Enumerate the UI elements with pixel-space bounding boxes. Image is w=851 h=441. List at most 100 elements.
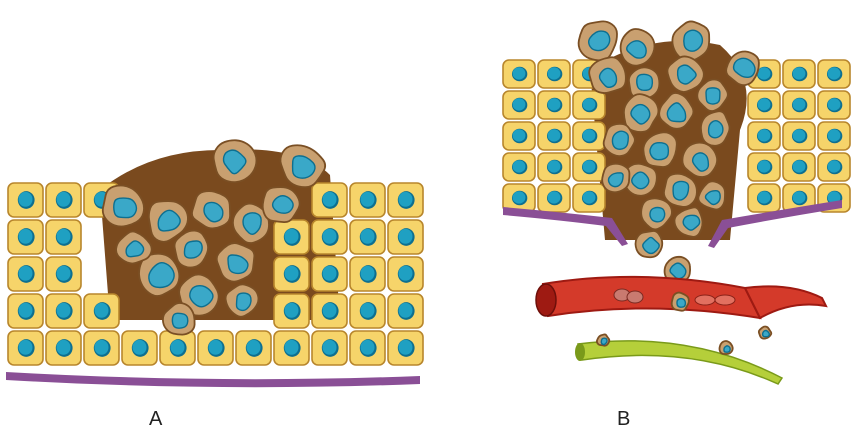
tumor-nucleus	[612, 131, 628, 149]
tumor-cell	[636, 231, 663, 257]
nucleus	[323, 340, 337, 355]
normal-epithelial-cell	[388, 183, 423, 217]
nucleus	[758, 67, 771, 79]
nucleus	[828, 160, 841, 172]
normal-epithelial-cell	[312, 294, 347, 328]
red-blood-cell	[715, 295, 735, 305]
nucleus	[399, 266, 413, 281]
nucleus	[548, 160, 561, 172]
normal-epithelial-cell	[8, 331, 43, 365]
normal-epithelial-cell	[8, 294, 43, 328]
tumor-cell	[579, 21, 617, 60]
tumor-cell	[621, 29, 655, 66]
nucleus	[548, 67, 561, 79]
normal-epithelial-cell	[236, 331, 271, 365]
normal-epithelial-cell	[783, 60, 815, 88]
normal-epithelial-cell	[538, 122, 570, 150]
tumor-nucleus	[684, 30, 703, 51]
tumor-cell	[175, 231, 209, 268]
normal-epithelial-cell	[783, 153, 815, 181]
tumor-nucleus	[763, 330, 770, 336]
tumor-nucleus	[172, 313, 187, 328]
tumor-nucleus	[114, 198, 137, 218]
nucleus	[583, 98, 596, 110]
normal-epithelial-cell	[573, 91, 605, 119]
nucleus	[793, 129, 806, 141]
nucleus	[133, 340, 147, 355]
normal-epithelial-cell	[783, 122, 815, 150]
normal-epithelial-cell	[274, 331, 309, 365]
nucleus	[361, 192, 375, 207]
tumor-nucleus	[709, 121, 723, 138]
red-blood-cell	[627, 291, 643, 303]
nucleus	[828, 67, 841, 79]
normal-epithelial-cell	[46, 220, 81, 254]
normal-epithelial-cell	[538, 91, 570, 119]
nucleus	[323, 192, 337, 207]
normal-epithelial-cell	[84, 294, 119, 328]
nucleus	[361, 340, 375, 355]
nucleus	[513, 191, 526, 203]
normal-epithelial-cell	[783, 91, 815, 119]
nucleus	[793, 191, 806, 203]
normal-epithelial-cell	[573, 153, 605, 181]
nucleus	[583, 129, 596, 141]
normal-epithelial-cell	[274, 257, 309, 291]
nucleus	[285, 229, 299, 244]
normal-epithelial-cell	[538, 184, 570, 212]
nucleus	[583, 160, 596, 172]
normal-epithelial-cell	[573, 122, 605, 150]
nucleus	[399, 340, 413, 355]
nucleus	[19, 340, 33, 355]
lymphatic-vessel	[575, 341, 782, 384]
basement-membrane	[6, 372, 420, 387]
blood-vessel-lumen	[536, 284, 556, 316]
normal-epithelial-cell	[538, 60, 570, 88]
lymphatic-vessel-wall	[578, 341, 782, 384]
nucleus	[57, 340, 71, 355]
nucleus	[513, 98, 526, 110]
normal-epithelial-cell	[84, 331, 119, 365]
normal-epithelial-cell	[818, 122, 850, 150]
normal-epithelial-cell	[198, 331, 233, 365]
tumor-cell	[597, 334, 609, 345]
nucleus	[323, 303, 337, 318]
normal-epithelial-cell	[46, 183, 81, 217]
nucleus	[583, 191, 596, 203]
nucleus	[793, 98, 806, 110]
nucleus	[361, 303, 375, 318]
normal-epithelial-cell	[573, 184, 605, 212]
tumor-nucleus	[608, 173, 623, 187]
normal-epithelial-cell	[388, 294, 423, 328]
normal-epithelial-cell	[312, 183, 347, 217]
normal-epithelial-cell	[46, 331, 81, 365]
normal-epithelial-cell	[503, 153, 535, 181]
nucleus	[399, 303, 413, 318]
lymphatic-vessel-lumen	[575, 343, 585, 361]
tumor-nucleus	[706, 88, 720, 104]
normal-epithelial-cell	[46, 257, 81, 291]
nucleus	[758, 160, 771, 172]
tumor-cell	[589, 57, 626, 93]
nucleus	[95, 340, 109, 355]
nucleus	[19, 303, 33, 318]
nucleus	[548, 129, 561, 141]
nucleus	[399, 192, 413, 207]
tumor-nucleus	[637, 74, 653, 90]
nucleus	[828, 98, 841, 110]
normal-epithelial-cell	[350, 183, 385, 217]
tumor-cell	[759, 327, 771, 339]
normal-epithelial-cell	[8, 257, 43, 291]
tumor-cell	[672, 21, 709, 61]
normal-epithelial-cell	[748, 122, 780, 150]
normal-epithelial-cell	[274, 294, 309, 328]
nucleus	[57, 229, 71, 244]
tumor-nucleus	[632, 172, 649, 189]
normal-epithelial-cell	[503, 122, 535, 150]
nucleus	[285, 303, 299, 318]
nucleus	[57, 303, 71, 318]
nucleus	[361, 229, 375, 244]
normal-epithelial-cell	[388, 257, 423, 291]
tumor-cell	[672, 293, 689, 311]
nucleus	[209, 340, 223, 355]
